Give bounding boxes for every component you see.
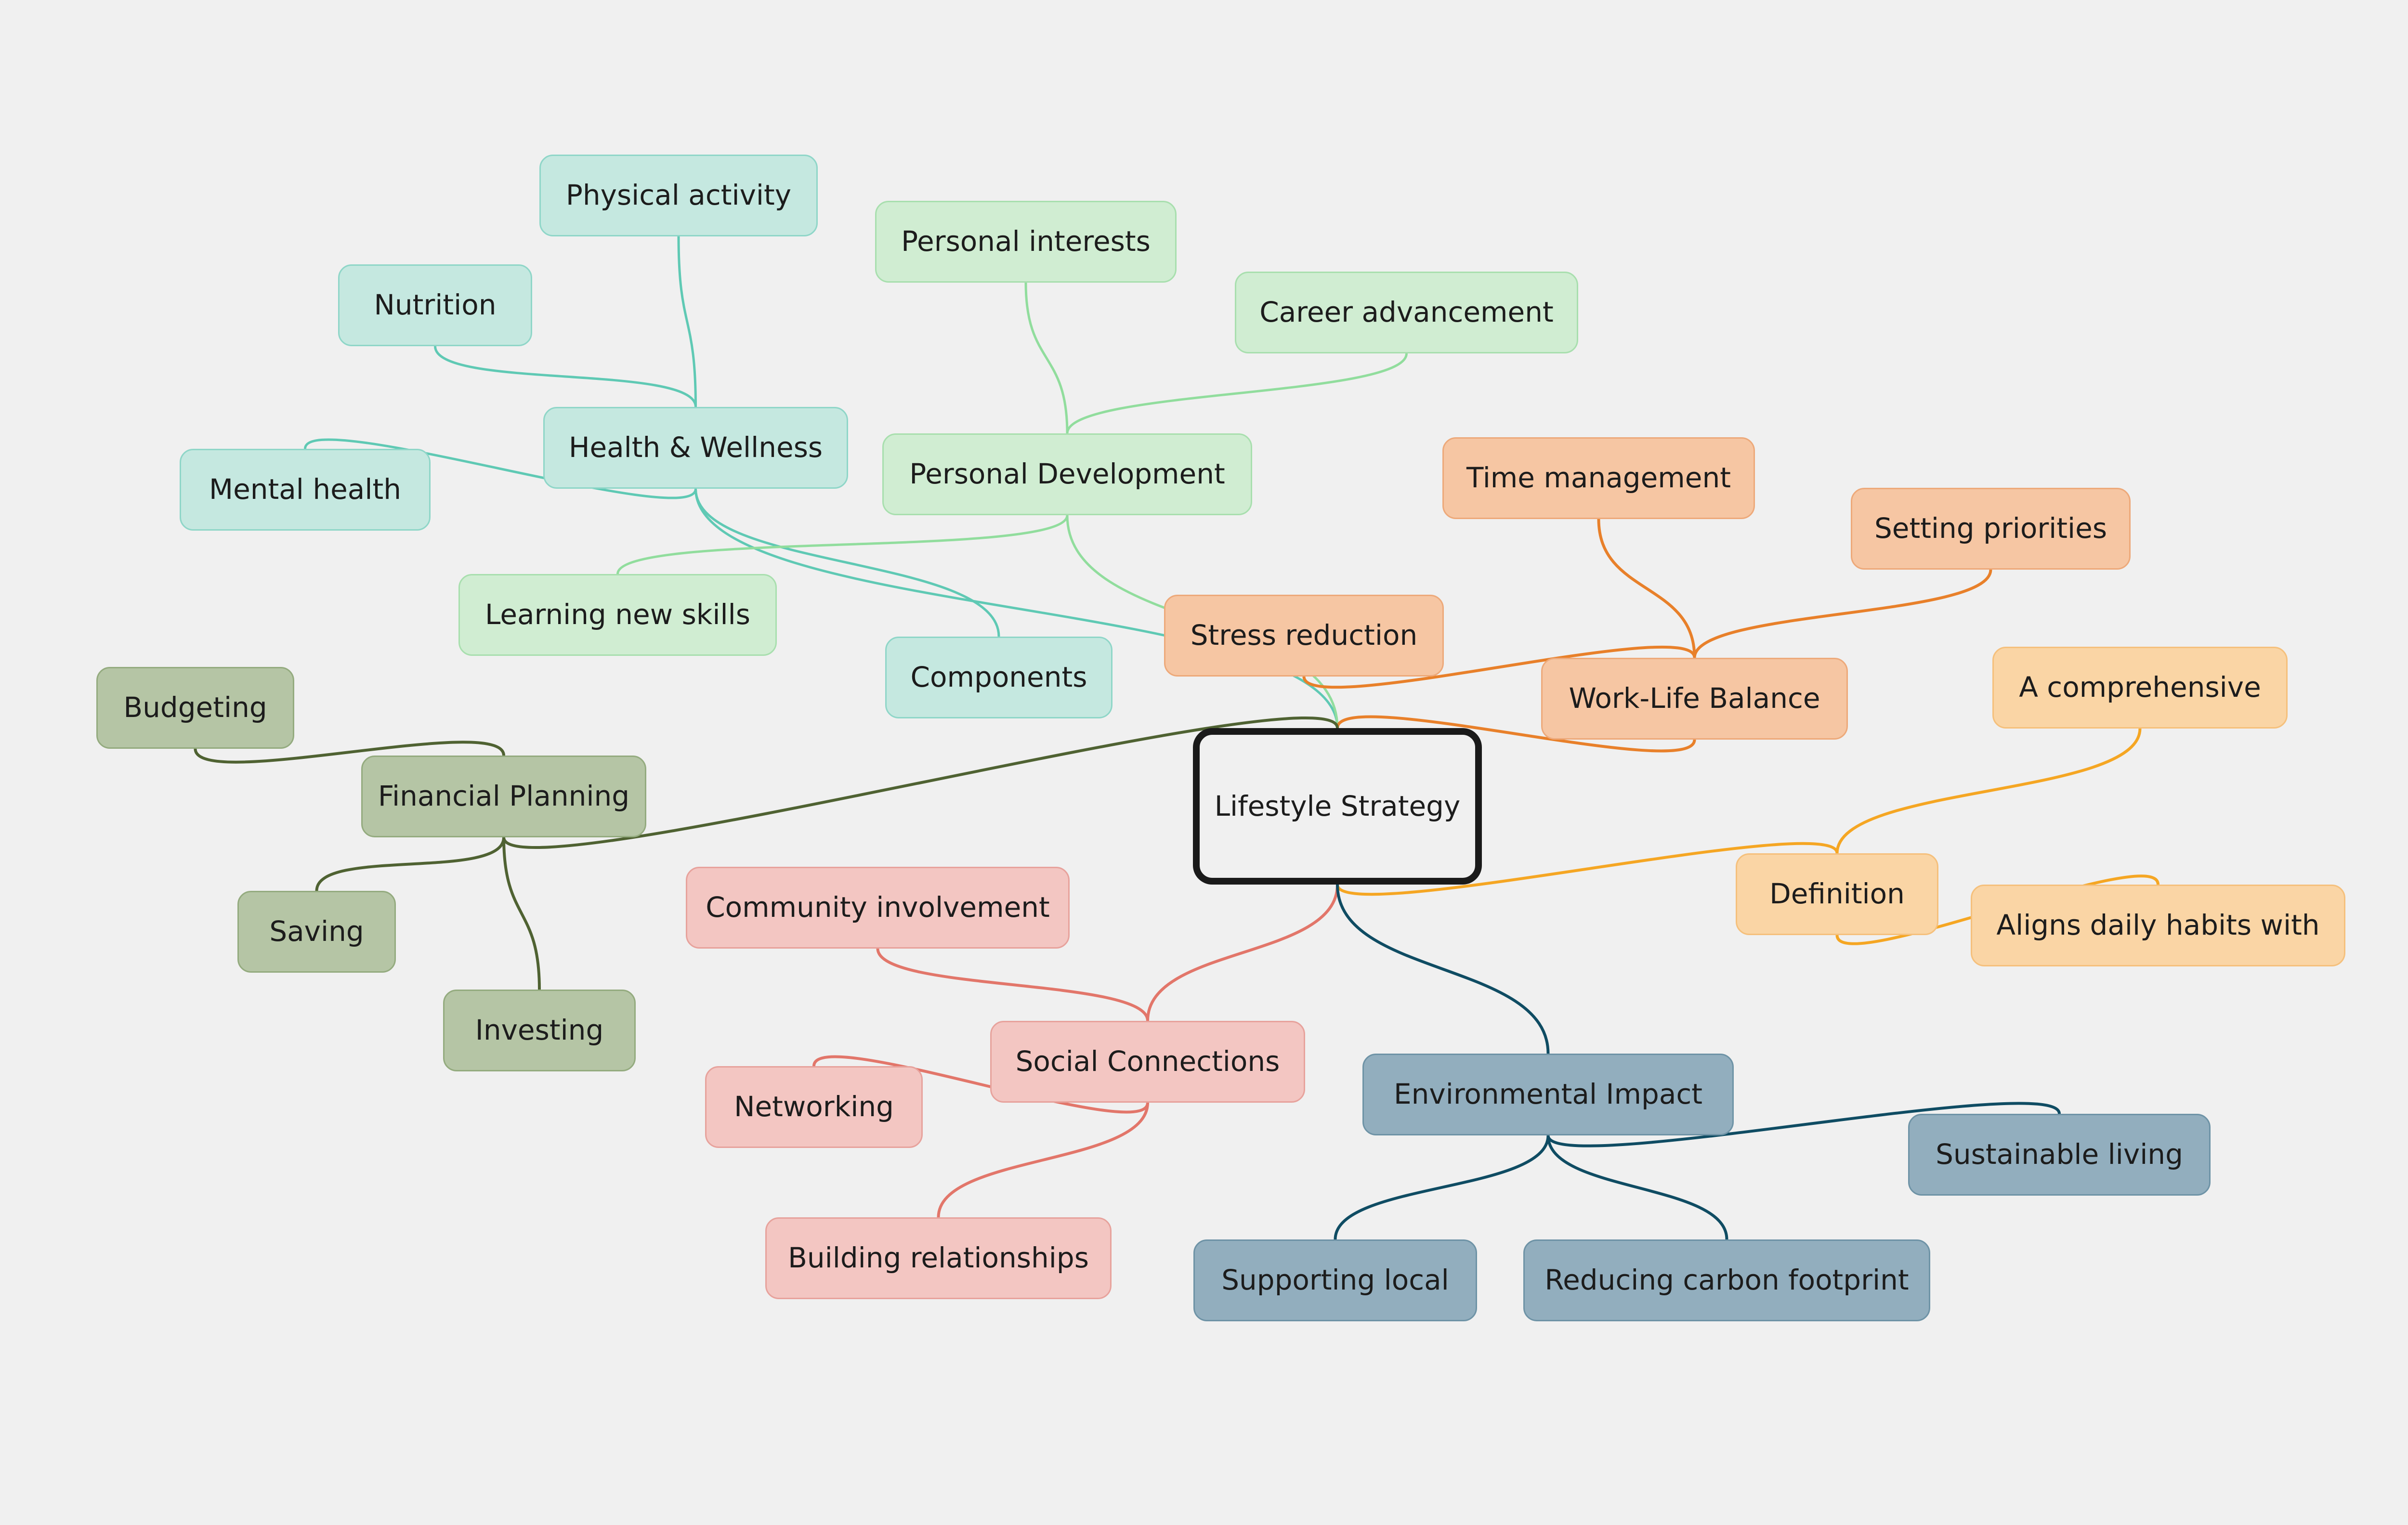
node-label: Nutrition xyxy=(374,288,497,322)
node-label: Work-Life Balance xyxy=(1569,682,1820,715)
mindmap-node-worklife[interactable]: Work-Life Balance xyxy=(1541,658,1848,740)
mindmap-node-root[interactable]: Lifestyle Strategy xyxy=(1193,728,1482,885)
mindmap-node-nutrition[interactable]: Nutrition xyxy=(338,264,532,346)
mindmap-node-networking[interactable]: Networking xyxy=(705,1066,923,1148)
mindmap-node-reducing_carbon[interactable]: Reducing carbon footprint xyxy=(1523,1239,1930,1321)
mindmap-node-mental_health[interactable]: Mental health xyxy=(180,449,431,531)
edge-personal_dev-to-career_advancement xyxy=(1066,352,1408,435)
node-label: Sustainable living xyxy=(1936,1138,2183,1171)
mindmap-node-saving[interactable]: Saving xyxy=(237,891,396,973)
edge-root-to-social xyxy=(1146,883,1339,1022)
mindmap-node-financial[interactable]: Financial Planning xyxy=(361,756,646,837)
node-label: Learning new skills xyxy=(485,598,750,631)
edge-personal_dev-to-learning_new_skills xyxy=(616,514,1069,575)
node-label: Setting priorities xyxy=(1874,512,2107,545)
node-label: Personal Development xyxy=(909,457,1225,491)
mindmap-node-social[interactable]: Social Connections xyxy=(990,1021,1305,1103)
node-label: Definition xyxy=(1769,877,1905,911)
node-label: Investing xyxy=(475,1014,604,1047)
edge-root-to-environment xyxy=(1336,883,1550,1055)
edge-definition-to-a_comprehensive xyxy=(1835,727,2142,855)
mindmap-node-aligns_daily_habits[interactable]: Aligns daily habits with xyxy=(1971,885,2345,966)
node-label: Physical activity xyxy=(565,179,792,212)
edge-financial-to-investing xyxy=(502,836,541,991)
edge-health-to-physical_activity xyxy=(677,235,697,408)
mindmap-node-physical_activity[interactable]: Physical activity xyxy=(539,155,818,236)
mindmap-node-components[interactable]: Components xyxy=(885,637,1112,718)
node-label: Career advancement xyxy=(1259,296,1554,329)
node-label: Lifestyle Strategy xyxy=(1214,789,1461,822)
node-label: Social Connections xyxy=(1015,1045,1280,1078)
node-label: Aligns daily habits with xyxy=(1996,909,2320,942)
edge-financial-to-saving xyxy=(315,836,505,892)
mindmap-node-setting_priorities[interactable]: Setting priorities xyxy=(1851,488,2131,570)
node-label: Supporting local xyxy=(1221,1264,1449,1297)
mindmap-node-personal_dev[interactable]: Personal Development xyxy=(882,433,1252,515)
mindmap-node-community[interactable]: Community involvement xyxy=(686,867,1070,949)
node-label: Health & Wellness xyxy=(568,431,823,464)
mindmap-node-investing[interactable]: Investing xyxy=(443,990,636,1071)
node-label: Budgeting xyxy=(123,691,267,724)
edge-worklife-to-setting_priorities xyxy=(1693,568,1992,659)
node-label: Saving xyxy=(269,915,364,948)
node-label: Mental health xyxy=(209,473,401,506)
mindmap-node-building_rel[interactable]: Building relationships xyxy=(765,1217,1112,1299)
mindmap-node-a_comprehensive[interactable]: A comprehensive xyxy=(1992,647,2288,729)
node-label: Building relationships xyxy=(788,1241,1089,1275)
edge-social-to-building_rel xyxy=(937,1101,1149,1219)
mindmap-node-stress_reduction[interactable]: Stress reduction xyxy=(1164,595,1444,677)
node-label: A comprehensive xyxy=(2019,671,2261,704)
mindmap-node-sustainable_living[interactable]: Sustainable living xyxy=(1908,1114,2211,1196)
edge-worklife-to-time_management xyxy=(1597,518,1696,659)
node-label: Community involvement xyxy=(706,891,1050,924)
node-label: Stress reduction xyxy=(1190,619,1418,652)
node-label: Financial Planning xyxy=(378,780,630,813)
mindmap-node-learning_new_skills[interactable]: Learning new skills xyxy=(458,574,777,656)
node-label: Networking xyxy=(734,1090,894,1123)
node-label: Components xyxy=(910,661,1087,694)
mindmap-node-budgeting[interactable]: Budgeting xyxy=(96,667,294,749)
edge-personal_dev-to-personal_interests xyxy=(1024,281,1069,435)
mindmap-node-supporting_local[interactable]: Supporting local xyxy=(1193,1239,1477,1321)
edge-environment-to-reducing_carbon xyxy=(1546,1134,1728,1241)
mindmap-node-health[interactable]: Health & Wellness xyxy=(543,407,848,489)
mindmap-node-definition[interactable]: Definition xyxy=(1736,853,1938,935)
node-label: Reducing carbon footprint xyxy=(1544,1264,1909,1297)
node-label: Environmental Impact xyxy=(1393,1078,1703,1111)
mindmap-node-personal_interests[interactable]: Personal interests xyxy=(875,201,1177,283)
mindmap-node-career_advancement[interactable]: Career advancement xyxy=(1235,272,1578,353)
node-label: Personal interests xyxy=(901,225,1151,258)
edge-environment-to-supporting_local xyxy=(1334,1134,1550,1241)
mindmap-node-environment[interactable]: Environmental Impact xyxy=(1362,1054,1734,1135)
mindmap-node-time_management[interactable]: Time management xyxy=(1442,437,1755,519)
edge-health-to-nutrition xyxy=(434,345,697,408)
edge-social-to-community xyxy=(876,947,1149,1022)
node-label: Time management xyxy=(1466,461,1731,495)
